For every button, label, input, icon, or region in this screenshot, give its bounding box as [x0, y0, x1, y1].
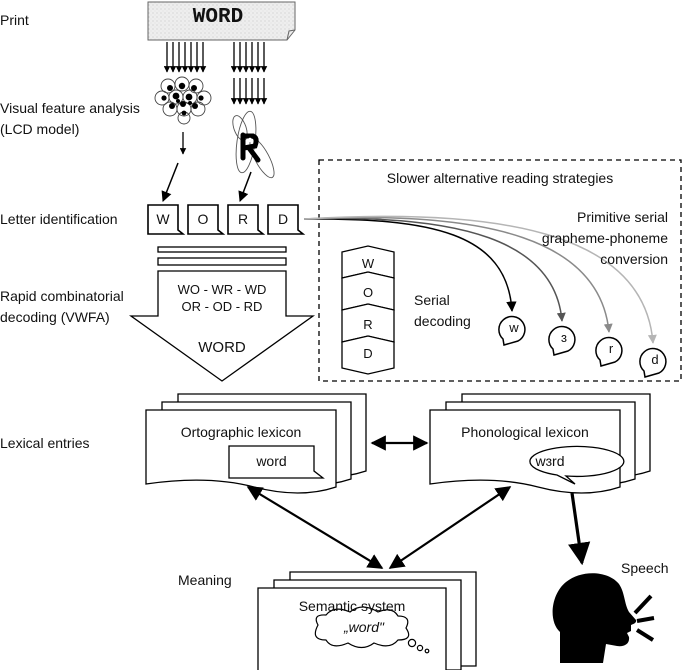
serial-decoding-stack — [341, 245, 395, 375]
stage-label-rapid-vwfa: decoding (VWFA) — [0, 309, 110, 325]
phoneme-d: d — [651, 352, 659, 367]
phoneme-bubbles — [498, 315, 667, 378]
vwfa-word: WORD — [198, 339, 246, 356]
orthographic-word-box — [228, 445, 325, 479]
gpc-arrow-r — [303, 216, 613, 333]
semantic-thought: „word" — [344, 619, 384, 635]
arrow-orth-semantic — [246, 486, 384, 569]
alternative-strategies-box — [318, 159, 682, 382]
thought-cloud — [314, 606, 430, 654]
oriented-detector-icon — [232, 110, 275, 179]
alternative-title: Slower alternative reading strategies — [386, 170, 614, 186]
serial-letter-w: W — [361, 256, 375, 271]
serial-letter-r: R — [363, 317, 373, 332]
stage-label-lexical: Lexical entries — [0, 435, 90, 451]
semantic-system-title: Semantic system — [298, 598, 406, 614]
orthographic-lexicon-title: Ortographic lexicon — [180, 424, 302, 440]
stage-label-rapid: Rapid combinatorial — [0, 288, 124, 304]
vwfa-bigrams-row-1: WO - WR - WD — [177, 282, 267, 297]
serial-decoding-label-1: Serial — [414, 292, 450, 308]
stage-label-letter-id: Letter identification — [0, 211, 118, 227]
phoneme-r: r — [608, 341, 614, 356]
print-word: WORD — [192, 6, 244, 29]
print-paper — [147, 1, 296, 41]
gpc-arrow-d — [303, 215, 657, 344]
arrow-phon-semantic — [388, 486, 512, 569]
letter-box-r: R — [237, 211, 249, 227]
stage-label-visual: Visual feature analysis — [0, 100, 140, 116]
orthographic-word: word — [256, 453, 287, 469]
stage-label-visual-model: (LCD model) — [0, 121, 80, 137]
letter-box-w: W — [156, 211, 170, 227]
stage-label-meaning: Meaning — [178, 572, 232, 588]
print-arrows-right — [230, 42, 268, 105]
phonological-lexicon-title: Phonological lexicon — [461, 424, 589, 440]
letter-boxes — [147, 204, 306, 235]
serial-letter-o: O — [362, 285, 374, 300]
letter-box-o: O — [197, 211, 209, 227]
primitive-label-2: grapheme-phoneme — [541, 230, 668, 246]
speaking-head-icon — [552, 573, 655, 663]
serial-decoding-label-2: decoding — [414, 313, 471, 329]
vwfa-arrow — [128, 246, 316, 382]
gpc-arrow-3 — [303, 217, 566, 322]
serial-letter-d: D — [363, 346, 373, 361]
vwfa-bigrams-row-2: OR - OD - RD — [181, 299, 263, 314]
arrow-lcd-to-letter-id — [161, 162, 179, 202]
stage-label-speech: Speech — [621, 560, 669, 576]
print-arrows-left — [163, 42, 207, 73]
phonological-word: wɜrd — [535, 453, 565, 469]
stage-label-print: Print — [0, 12, 29, 28]
letter-box-d: D — [277, 211, 289, 227]
phoneme-w: w — [509, 320, 519, 335]
primitive-label-1: Primitive serial — [576, 209, 668, 225]
phoneme-3: ɜ — [561, 330, 567, 345]
lcd-receptive-fields-icon — [154, 76, 212, 125]
phonological-word-bubble — [529, 445, 625, 485]
gpc-arrow-w — [303, 218, 517, 313]
phonological-lexicon-stack — [429, 393, 651, 494]
arrow-phon-speech — [568, 492, 591, 566]
primitive-label-3: conversion — [600, 251, 668, 267]
arrow-detector-to-letter-id — [238, 171, 252, 202]
